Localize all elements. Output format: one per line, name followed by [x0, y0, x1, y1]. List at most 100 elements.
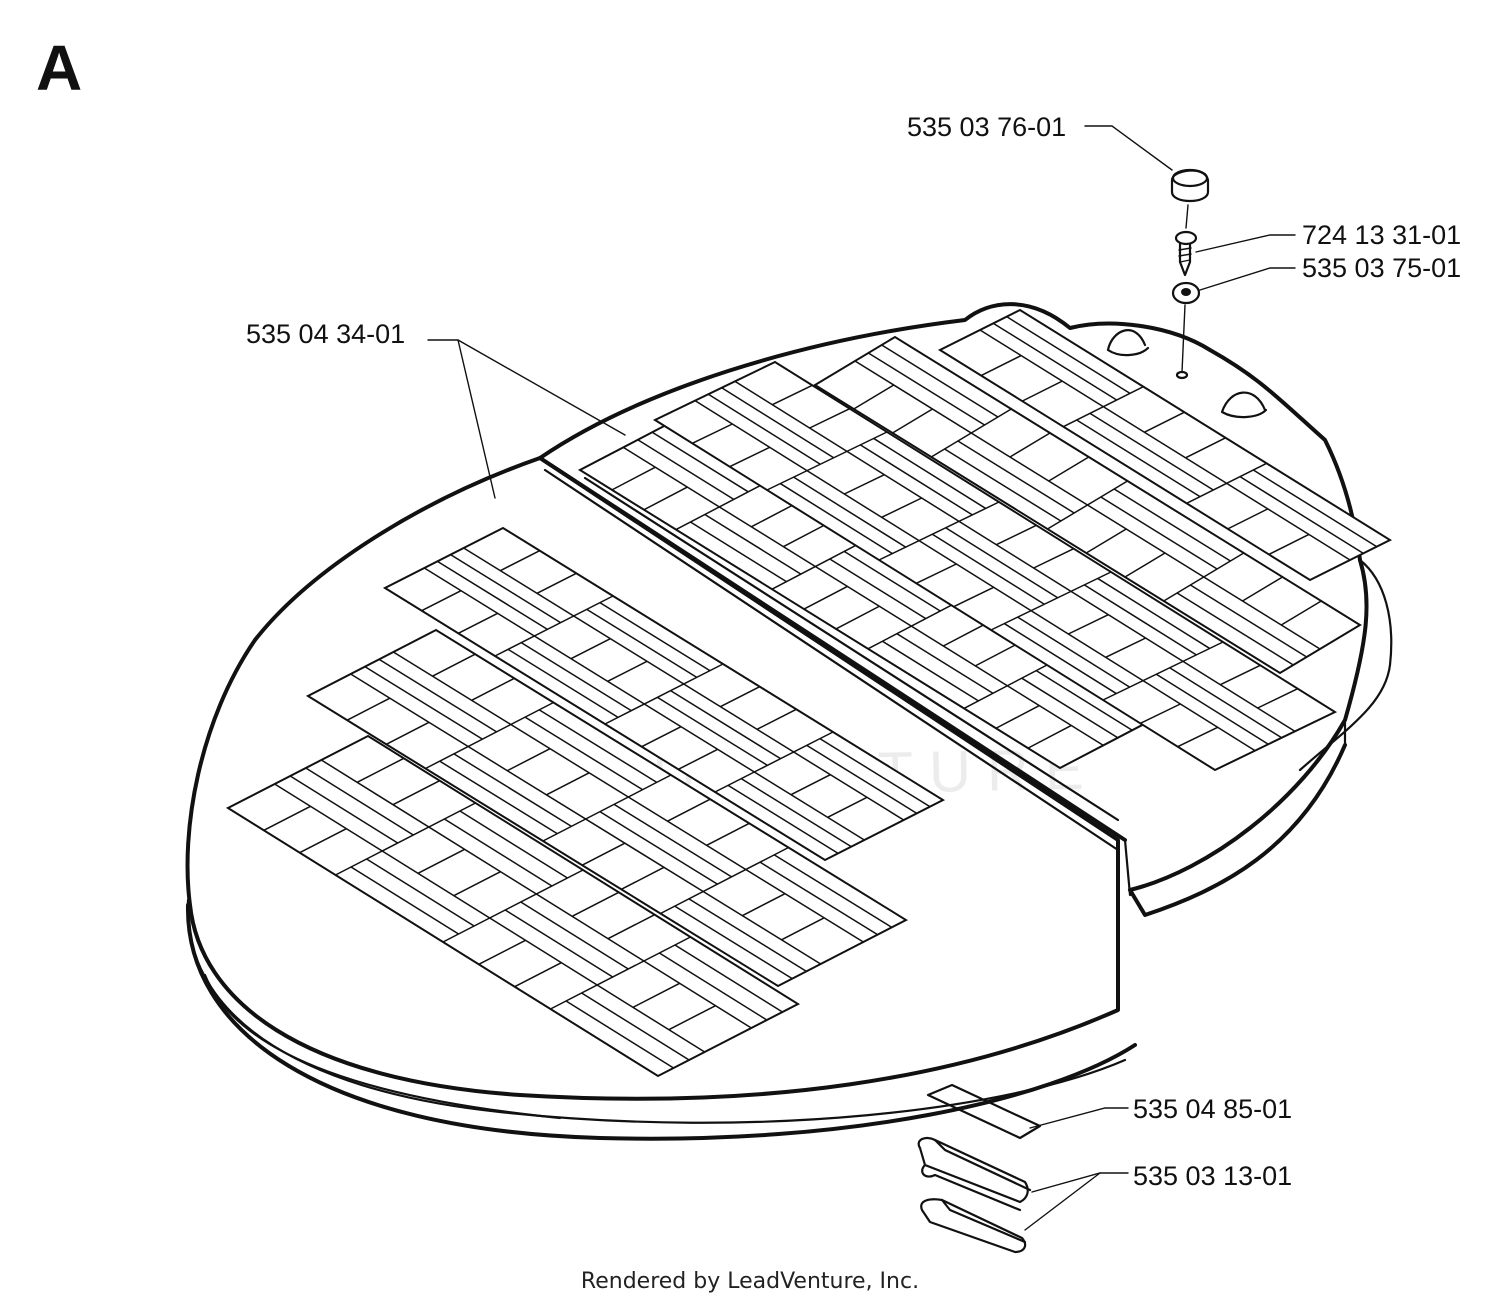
solar-cell-stripe [565, 1000, 674, 1069]
solar-cell-stripe [453, 753, 572, 827]
solar-cell-stripe [506, 748, 551, 772]
solar-cell-stripe [499, 549, 541, 572]
solar-cell-stripe [536, 572, 577, 595]
cap [1170, 168, 1210, 203]
part-label-strip: 535 04 85-01 [1133, 1094, 1292, 1124]
solar-cell-divider [1102, 641, 1224, 701]
solar-cell-stripe [607, 913, 656, 940]
solar-cell-stripe [782, 523, 828, 548]
solar-cell-stripe [581, 992, 690, 1061]
solar-cell-stripe [546, 772, 590, 796]
solar-cell-stripe [632, 982, 681, 1009]
solar-cell-stripe [668, 1004, 716, 1031]
solar-cell-stripe [524, 716, 643, 791]
solar-cell-stripe [437, 560, 548, 630]
solar-cell-stripe [620, 866, 665, 890]
solar-cell-stripe [1242, 576, 1283, 602]
solar-cell-stripe [1048, 456, 1090, 482]
solar-cell-stripe [1003, 622, 1117, 695]
solar-cell-stripe [1033, 547, 1074, 569]
part-label-washer: 535 03 75-01 [1302, 253, 1461, 283]
solar-cell-stripe [674, 944, 783, 1013]
solar-cell-stripe [916, 563, 957, 585]
solar-cell-divider [550, 936, 691, 1010]
solar-cell-stripe [581, 842, 626, 866]
solar-cell-stripe [719, 685, 761, 708]
solar-cell-stripe [599, 811, 718, 885]
washer [1171, 281, 1201, 305]
solar-cell-stripe [674, 905, 793, 980]
cover-body [185, 302, 1393, 1141]
solar-cell-stripe [1220, 664, 1261, 686]
solar-cells [225, 308, 1393, 1078]
solar-cell-stripe [586, 608, 698, 678]
solar-cell-stripe [867, 352, 985, 426]
solar-cell-stripe [263, 805, 311, 832]
solar-cell-stripe [741, 893, 786, 917]
solar-cell-stripe [421, 589, 462, 612]
solar-cell-stripe [953, 586, 994, 608]
solar-cell-stripe [931, 533, 1045, 605]
solar-cell-stripe [364, 666, 483, 740]
part-label-solar-panel: 535 04 34-01 [246, 319, 405, 349]
section-letter: A [36, 32, 82, 104]
solar-cell-divider [734, 380, 1296, 732]
solar-cell-stripe [974, 642, 1020, 667]
solar-cell-stripe [873, 437, 987, 510]
solar-cell-stripe [641, 725, 682, 748]
solar-cell-divider [766, 431, 888, 491]
solar-cell-stripe [1085, 528, 1127, 554]
solar-cell-divider [979, 329, 1351, 561]
solar-cell-stripe [942, 622, 988, 647]
solar-cell-stripe [356, 757, 405, 784]
solar-cell-stripe [643, 486, 688, 511]
solar-cell-stripe [844, 473, 885, 495]
solar-cell-stripe [756, 708, 797, 731]
solar-cell-stripe [450, 554, 561, 624]
solar-cell-stripe [459, 810, 568, 879]
solar-cell-stripe [299, 827, 347, 854]
solar-cell-stripe [772, 384, 813, 406]
solar-cell-stripe [1155, 673, 1269, 745]
solar-cell-stripe [417, 848, 466, 875]
solar-cell-stripe [803, 585, 848, 610]
solar-cell-stripe [1035, 669, 1133, 731]
solar-cell-stripe [392, 779, 441, 806]
part-label-screw: 724 13 31-01 [1302, 220, 1461, 250]
solar-cell-stripe [1021, 380, 1063, 402]
solar-cell-stripe [706, 822, 750, 846]
solar-cell-stripe [1009, 432, 1051, 458]
solar-cell-stripe [892, 408, 933, 434]
solar-cell-stripe [611, 466, 656, 491]
solar-cell-stripe [945, 527, 1059, 599]
solar-cell-stripe [827, 796, 868, 819]
solar-cell-divider [660, 846, 789, 915]
solar-cell-stripe [790, 773, 831, 796]
solar-cell-stripe [432, 653, 476, 677]
solar-cell-stripe [350, 866, 459, 935]
solar-cell-stripe [980, 354, 1022, 377]
solar-cell-stripe [1083, 584, 1197, 656]
solar-cell-stripe [1227, 508, 1269, 530]
solar-cell-stripe [1239, 476, 1364, 554]
solar-cell-divider [878, 501, 1000, 561]
solar-cell-stripe [1257, 687, 1298, 709]
solar-cell-stripe [1190, 584, 1308, 658]
solar-cell-stripe [571, 891, 620, 918]
solar-cell-stripe [599, 602, 711, 672]
solar-cell-stripe [992, 322, 1118, 401]
footer-credit: Rendered by LeadVenture, Inc. [581, 1269, 919, 1294]
solar-cell-stripe [570, 637, 611, 660]
solar-cell-divider [604, 663, 724, 725]
solar-cell-stripe [1076, 419, 1201, 498]
solar-cell-stripe [793, 476, 907, 548]
clip [917, 1136, 1032, 1254]
solar-cell-stripe [677, 748, 719, 771]
solar-cell-stripe [439, 760, 558, 835]
solar-cell-stripe [607, 660, 648, 683]
solar-cell-divider [622, 446, 1104, 746]
solar-cell-stripe [896, 633, 994, 694]
solar-cell-stripe [781, 917, 825, 941]
solar-cell-stripe [819, 738, 931, 808]
